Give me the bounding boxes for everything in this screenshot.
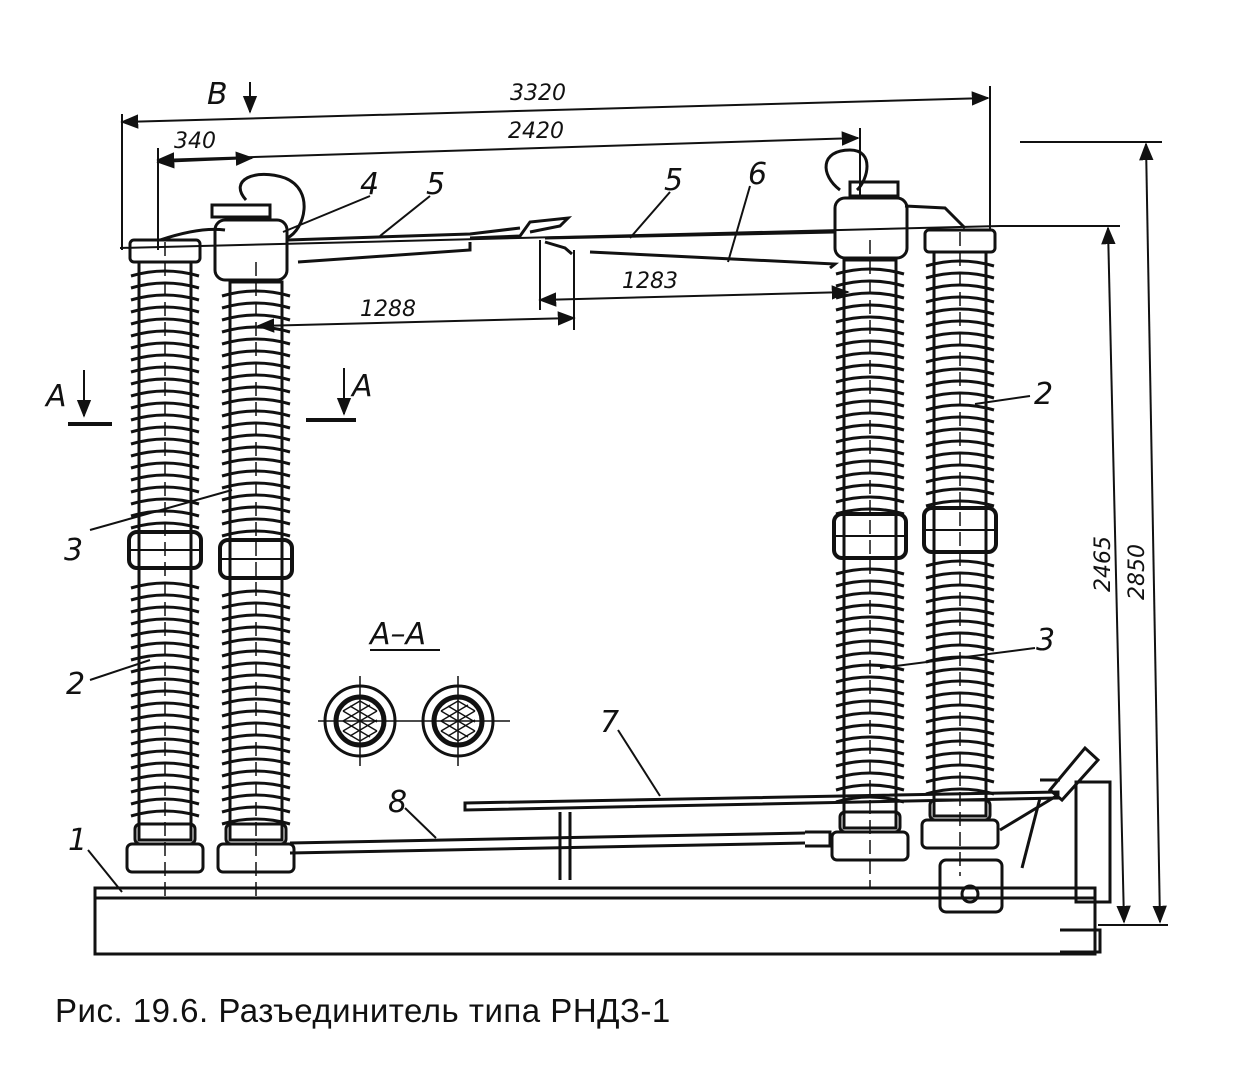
dimension-lines: [68, 82, 1168, 926]
section-a-right-label: А: [350, 369, 373, 404]
base-frame: [93, 745, 1112, 956]
view-b-label: В: [207, 77, 228, 112]
insulator-right-outer: [920, 232, 1000, 876]
section-aa-title: А–А: [368, 617, 426, 652]
part-label-2-left: 2: [66, 667, 85, 702]
section-a-left-label: А: [44, 379, 67, 414]
part-label-4: 4: [360, 167, 379, 202]
insulator-left-outer: [125, 242, 205, 900]
section-aa-view: [318, 649, 510, 766]
dim-1283: 1283: [622, 269, 678, 294]
part-label-8: 8: [388, 785, 407, 820]
part-label-2-right: 2: [1034, 377, 1053, 412]
dim-2850: 2850: [1125, 544, 1150, 600]
insulator-right-inner: [830, 240, 910, 888]
dim-340: 340: [174, 129, 216, 154]
figure-caption: Рис. 19.6. Разъединитель типа РНДЗ-1: [55, 992, 671, 1029]
blade-left-line: [287, 226, 521, 242]
leader-lines: [87, 185, 1036, 893]
dim-1288: 1288: [360, 297, 416, 322]
part-label-3-right: 3: [1036, 623, 1055, 658]
dim-2465: 2465: [1091, 536, 1116, 592]
view-marks: В А А А–А: [44, 77, 426, 652]
insulator-left-inner: [216, 262, 296, 900]
part-label-5-right: 5: [664, 163, 683, 198]
drive-rods: [289, 790, 1060, 880]
insulator-columns: [125, 232, 1000, 900]
part-label-3-left: 3: [64, 533, 83, 568]
part-label-5-left: 5: [426, 167, 445, 202]
dim-2420: 2420: [508, 119, 564, 144]
part-label-1: 1: [68, 823, 87, 858]
part-labels: 4 5 5 6 2 3 2 3 7 8 1: [64, 157, 1055, 858]
top-contact-assembly: [119, 148, 1001, 282]
dimension-labels: 3320 2420 340 1288 1283 2465 2850: [174, 81, 1150, 600]
part-label-6: 6: [748, 157, 767, 192]
dim-3320: 3320: [510, 81, 566, 106]
part-label-7: 7: [600, 705, 619, 740]
